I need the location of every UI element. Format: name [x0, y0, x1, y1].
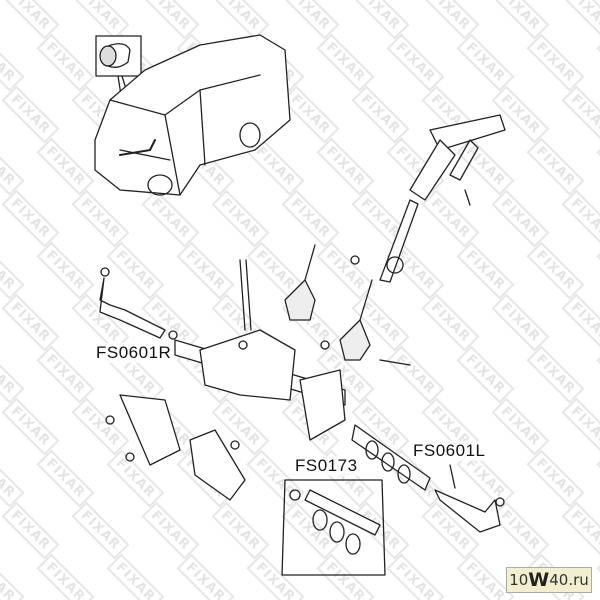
tie-rod-end-right — [99, 267, 178, 340]
heat-shield — [105, 394, 246, 501]
van-illustration — [94, 34, 291, 196]
part-label-fs0173: FS0173 — [295, 456, 358, 476]
tie-rod-end-left — [434, 464, 505, 533]
logo-suffix: 40.ru — [549, 571, 589, 589]
boot-kit — [281, 424, 431, 576]
logo-w: W — [528, 569, 550, 591]
part-label-fs0601l: FS0601L — [413, 441, 486, 461]
part-label-fs0601r: FS0601R — [96, 343, 172, 363]
logo-prefix: 10 — [509, 571, 529, 589]
rack-housing — [174, 244, 411, 441]
steering-column — [350, 114, 506, 283]
